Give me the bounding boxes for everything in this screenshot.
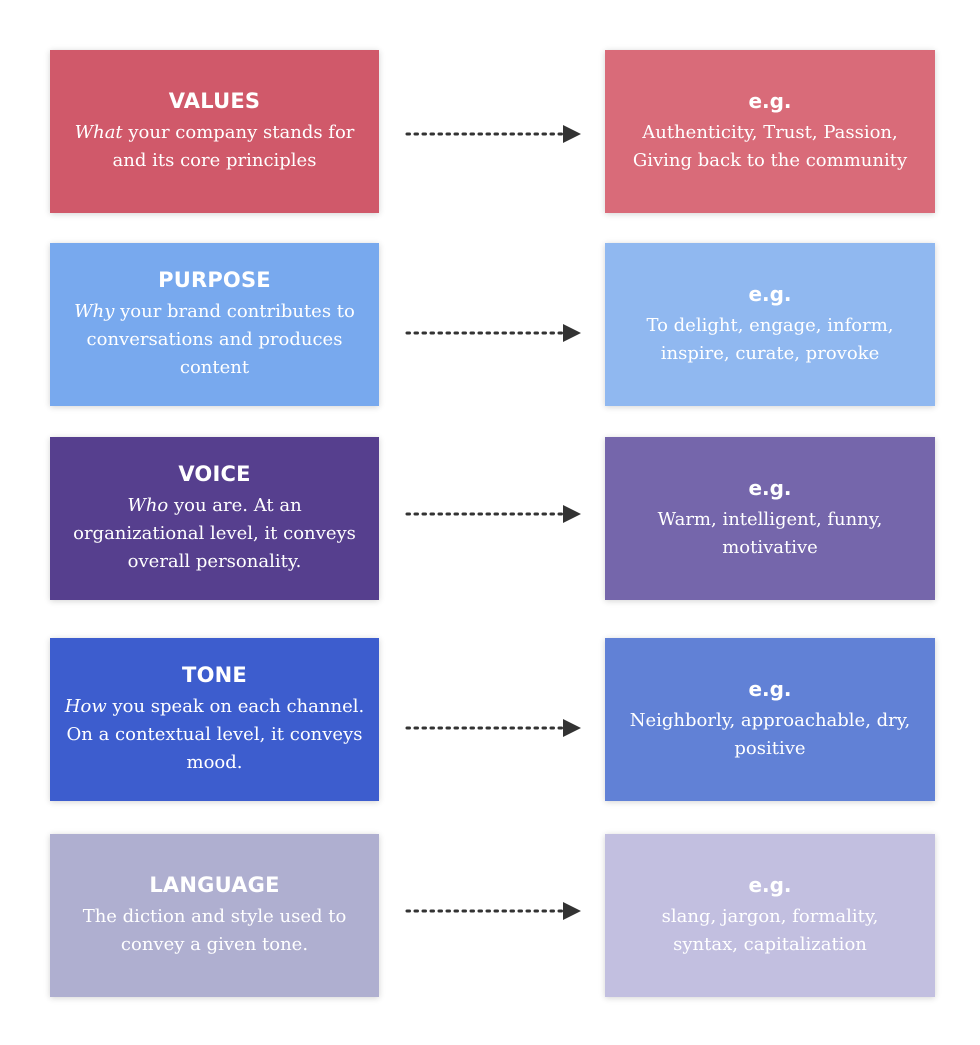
language-arrow [405,902,581,920]
tone-description-emphasis: How [64,695,107,717]
arrow-head [563,505,581,523]
tone-eg-label: e.g. [748,676,792,701]
values-card: VALUES What your company stands for and … [50,50,379,213]
language-examples: slang, jargon, formality, syntax, capita… [661,905,879,955]
purpose-examples: To delight, engage, inform, inspire, cur… [646,314,894,364]
purpose-arrow [405,324,581,342]
voice-arrow [405,505,581,523]
arrow-head [563,324,581,342]
values-description: What your company stands for and its cor… [55,119,375,175]
tone-title: TONE [182,662,247,687]
purpose-description-text: your brand contributes to conversations … [86,300,355,378]
language-card: LANGUAGE The diction and style used to c… [50,834,379,997]
purpose-description: Why your brand contributes to conversati… [52,298,377,382]
language-description: The diction and style used to convey a g… [55,903,375,959]
voice-description-emphasis: Who [127,494,169,516]
tone-card: TONE How you speak on each channel. On a… [50,638,379,801]
tone-arrow [405,719,581,737]
values-examples: Authenticity, Trust, Passion, Giving bac… [632,121,908,171]
values-eg-label: e.g. [748,88,792,113]
arrow-head [563,125,581,143]
tone-description: How you speak on each channel. On a cont… [50,693,379,777]
language-example-card: e.g. slang, jargon, formality, syntax, c… [605,834,935,997]
purpose-eg-label: e.g. [748,281,792,306]
values-title: VALUES [168,88,261,113]
purpose-example-card: e.g. To delight, engage, inform, inspire… [605,243,935,406]
voice-eg-label: e.g. [748,475,792,500]
voice-description: Who you are. At an organizational level,… [52,492,377,576]
purpose-title: PURPOSE [158,267,271,292]
tone-examples: Neighborly, approachable, dry, positive [629,709,911,759]
voice-title: VOICE [178,461,251,486]
purpose-description-emphasis: Why [74,300,115,322]
values-arrow [405,125,581,143]
arrow-head [563,719,581,737]
voice-examples: Warm, intelligent, funny, motivative [657,508,883,558]
language-eg-label: e.g. [748,872,792,897]
language-title: LANGUAGE [149,872,280,897]
arrow-head [563,902,581,920]
voice-example-card: e.g. Warm, intelligent, funny, motivativ… [605,437,935,600]
purpose-card: PURPOSE Why your brand contributes to co… [50,243,379,406]
voice-card: VOICE Who you are. At an organizational … [50,437,379,600]
tone-description-text: you speak on each channel. On a contextu… [66,695,365,773]
language-description-text: The diction and style used to convey a g… [82,905,347,955]
values-description-text: your company stands for and its core pri… [112,121,355,171]
values-example-card: e.g. Authenticity, Trust, Passion, Givin… [605,50,935,213]
values-description-emphasis: What [74,121,123,143]
voice-description-text: you are. At an organizational level, it … [73,494,356,572]
tone-example-card: e.g. Neighborly, approachable, dry, posi… [605,638,935,801]
